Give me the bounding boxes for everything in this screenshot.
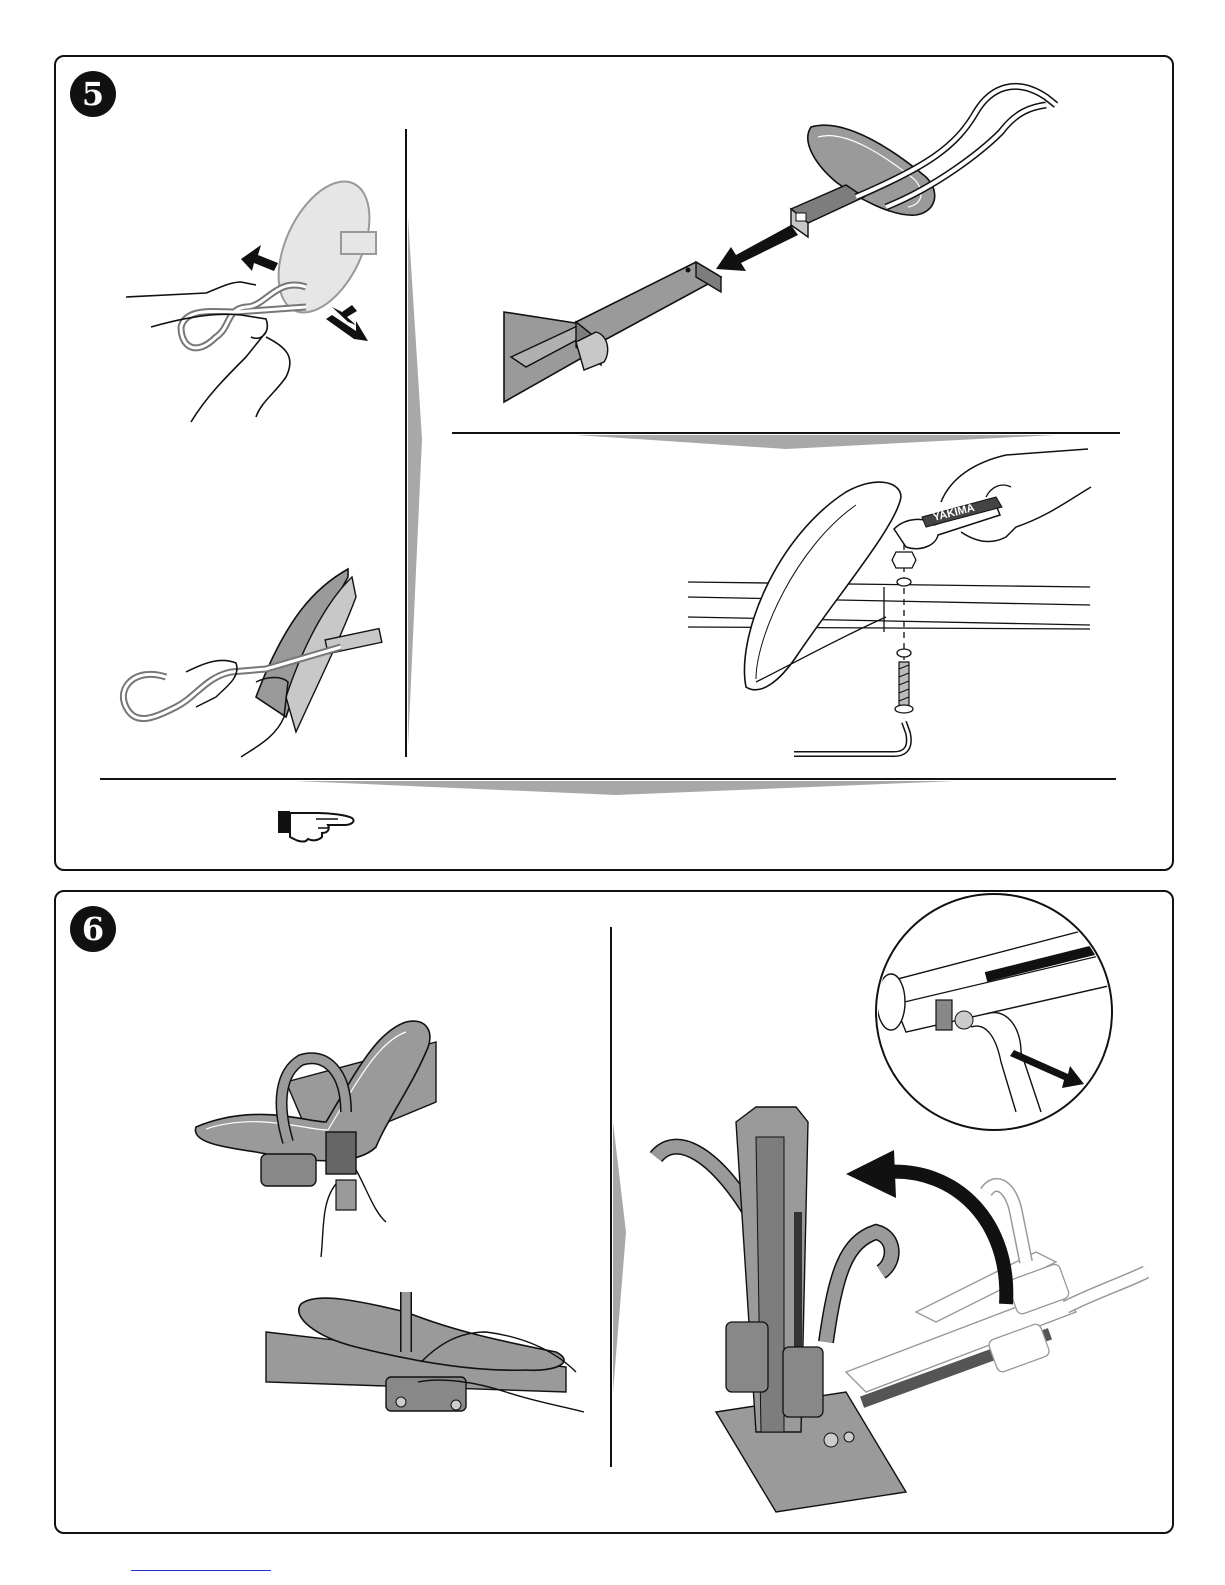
divider-taper — [613, 1122, 626, 1392]
step-5-panel: 5 — [54, 55, 1174, 871]
wrench-tightening-figure: YAKIMA — [688, 449, 1091, 754]
hands-pulling-frame-figure — [126, 167, 388, 422]
footer-underline — [131, 1570, 271, 1571]
strap-buckle-figure — [195, 1021, 436, 1257]
lower-divider-taper — [296, 781, 956, 795]
step-6-panel: 6 — [54, 890, 1174, 1534]
step-5-illustration: YAKIMA — [56, 57, 1172, 869]
upper-divider-taper — [576, 435, 1056, 449]
strap-tighten-figure — [266, 1292, 584, 1412]
upright-raise-figure — [656, 1107, 1146, 1512]
pointing-hand-icon — [278, 811, 354, 842]
divider-taper — [408, 217, 422, 747]
cradle-insertion-figure — [504, 86, 1056, 402]
step-6-illustration — [56, 892, 1172, 1532]
arrow-icon — [716, 225, 798, 271]
inset-detail-circle — [876, 894, 1126, 1130]
hands-installing-frame-figure — [123, 569, 381, 757]
